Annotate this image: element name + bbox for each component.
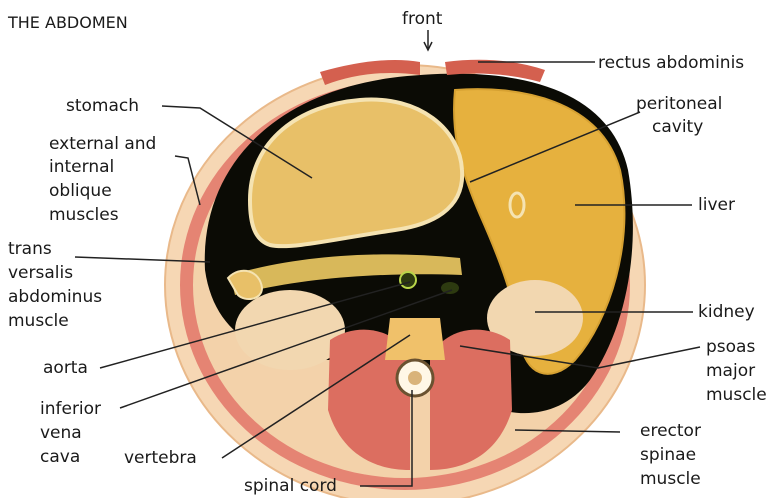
label-oblique-4: muscles <box>49 204 119 226</box>
kidney-left-shape <box>235 290 345 370</box>
label-peritoneal-1: peritoneal <box>636 93 722 115</box>
label-erector-1: erector <box>640 420 701 442</box>
label-oblique-1: external and <box>49 133 156 155</box>
label-kidney: kidney <box>698 301 755 323</box>
label-oblique-2: internal <box>49 156 114 178</box>
label-spinal-cord: spinal cord <box>244 475 337 497</box>
label-vertebra: vertebra <box>124 447 197 469</box>
label-rectus-abdominis: rectus abdominis <box>598 52 744 74</box>
label-stomach: stomach <box>66 95 139 117</box>
label-aorta: aorta <box>43 357 88 379</box>
label-psoas-2: major <box>706 360 755 382</box>
label-oblique-3: oblique <box>49 180 112 202</box>
label-erector-3: muscle <box>640 468 701 490</box>
label-trans-1: trans <box>8 238 52 260</box>
aorta-shape <box>400 272 416 288</box>
label-erector-2: spinae <box>640 444 696 466</box>
label-ivc-1: inferior <box>40 398 101 420</box>
label-psoas-1: psoas <box>706 336 755 358</box>
label-liver: liver <box>698 194 735 216</box>
page-title: THE ABDOMEN <box>8 12 128 34</box>
label-trans-3: abdominus <box>8 286 102 308</box>
label-ivc-2: vena <box>40 422 82 444</box>
label-psoas-3: muscle <box>706 384 767 406</box>
label-ivc-3: cava <box>40 446 80 468</box>
label-trans-2: versalis <box>8 262 73 284</box>
label-peritoneal-2: cavity <box>652 116 703 138</box>
label-trans-4: muscle <box>8 310 69 332</box>
label-front: front <box>402 8 442 30</box>
vertebra-shape <box>385 318 445 360</box>
